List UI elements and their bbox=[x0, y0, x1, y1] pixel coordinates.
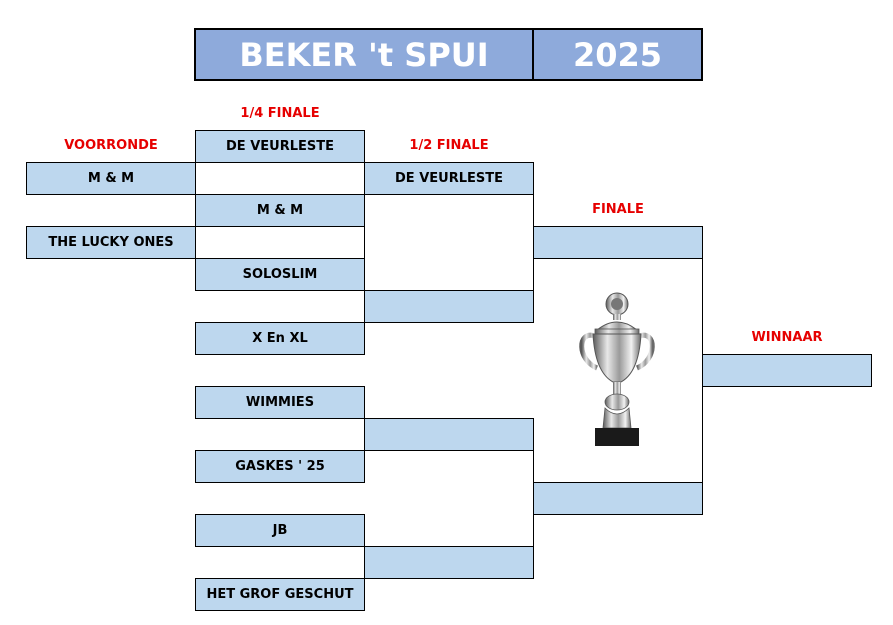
round-label-kwartfinale: 1/4 FINALE bbox=[240, 106, 320, 121]
round-label-winnaar: WINNAAR bbox=[751, 330, 823, 345]
trophy-icon bbox=[579, 292, 655, 446]
voorronde-slot-2[interactable]: THE LUCKY ONES bbox=[26, 226, 196, 259]
kwartfinale-slot-5[interactable]: WIMMIES bbox=[195, 386, 365, 419]
kwartfinale-slot-3[interactable]: SOLOSLIM bbox=[195, 258, 365, 291]
voorronde-slot-1[interactable]: M & M bbox=[26, 162, 196, 195]
kwartfinale-slot-6[interactable]: GASKES ' 25 bbox=[195, 450, 365, 483]
kwartfinale-slot-7[interactable]: JB bbox=[195, 514, 365, 547]
kwartfinale-slot-2[interactable]: M & M bbox=[195, 194, 365, 227]
halvefinale-slot-1[interactable]: DE VEURLESTE bbox=[364, 162, 534, 195]
tournament-title: BEKER 't SPUI bbox=[194, 28, 534, 81]
connector-line bbox=[702, 258, 703, 355]
winnaar-slot[interactable] bbox=[702, 354, 872, 387]
halvefinale-slot-4[interactable] bbox=[364, 546, 534, 579]
kwartfinale-slot-4[interactable]: X En XL bbox=[195, 322, 365, 355]
round-label-voorronde: VOORRONDE bbox=[64, 138, 158, 153]
finale-slot-1[interactable] bbox=[533, 226, 703, 259]
connector-line bbox=[702, 386, 703, 483]
tournament-year: 2025 bbox=[532, 28, 703, 81]
halvefinale-slot-3[interactable] bbox=[364, 418, 534, 451]
round-label-halvefinale: 1/2 FINALE bbox=[409, 138, 489, 153]
kwartfinale-slot-1[interactable]: DE VEURLESTE bbox=[195, 130, 365, 163]
round-label-finale: FINALE bbox=[592, 202, 644, 217]
halvefinale-slot-2[interactable] bbox=[364, 290, 534, 323]
finale-slot-2[interactable] bbox=[533, 482, 703, 515]
kwartfinale-slot-8[interactable]: HET GROF GESCHUT bbox=[195, 578, 365, 611]
